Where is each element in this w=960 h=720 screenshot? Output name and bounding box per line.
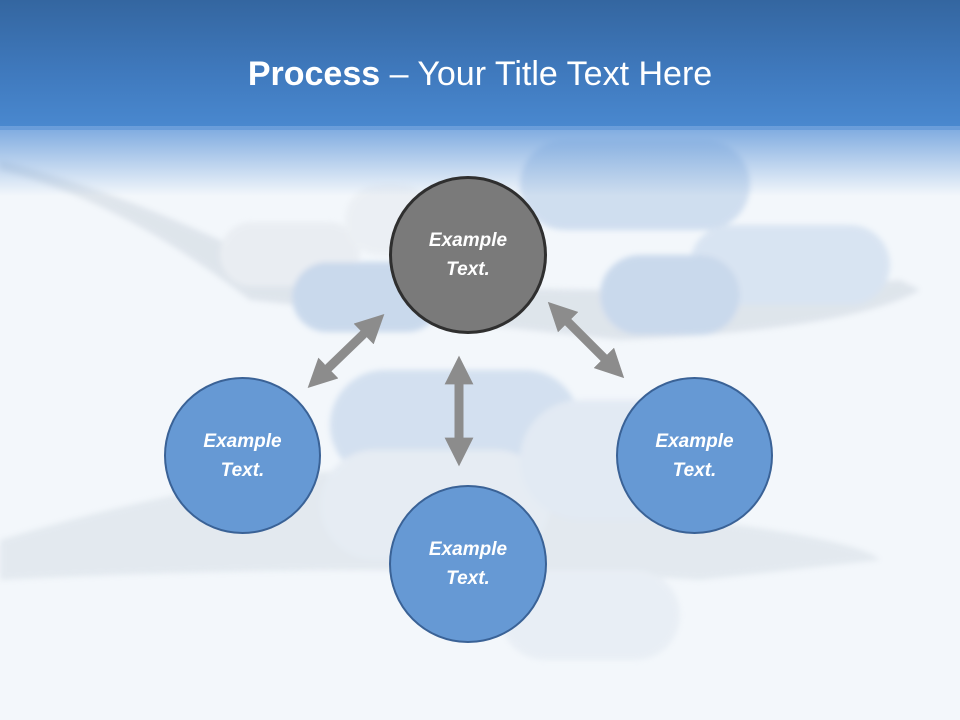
bottom-node: Example Text. [389,485,547,643]
bottom-node-text: Example Text. [428,539,508,589]
arrow-center-right [547,301,625,379]
title-bold: Process [247,55,381,93]
slide-title: Process – Your Title Text Here [0,52,960,96]
arrow-center-left [307,314,385,388]
left-node-text: Example Text. [203,430,282,481]
center-node-text: Example Text. [428,230,508,280]
center-node: Example Text. [389,176,547,334]
right-node: Example Text. [616,377,773,534]
title-rest: – Your Title Text Here [380,55,713,93]
left-node: Example Text. [164,377,321,534]
right-node-text: Example Text. [655,430,734,481]
header-bar [0,0,960,130]
